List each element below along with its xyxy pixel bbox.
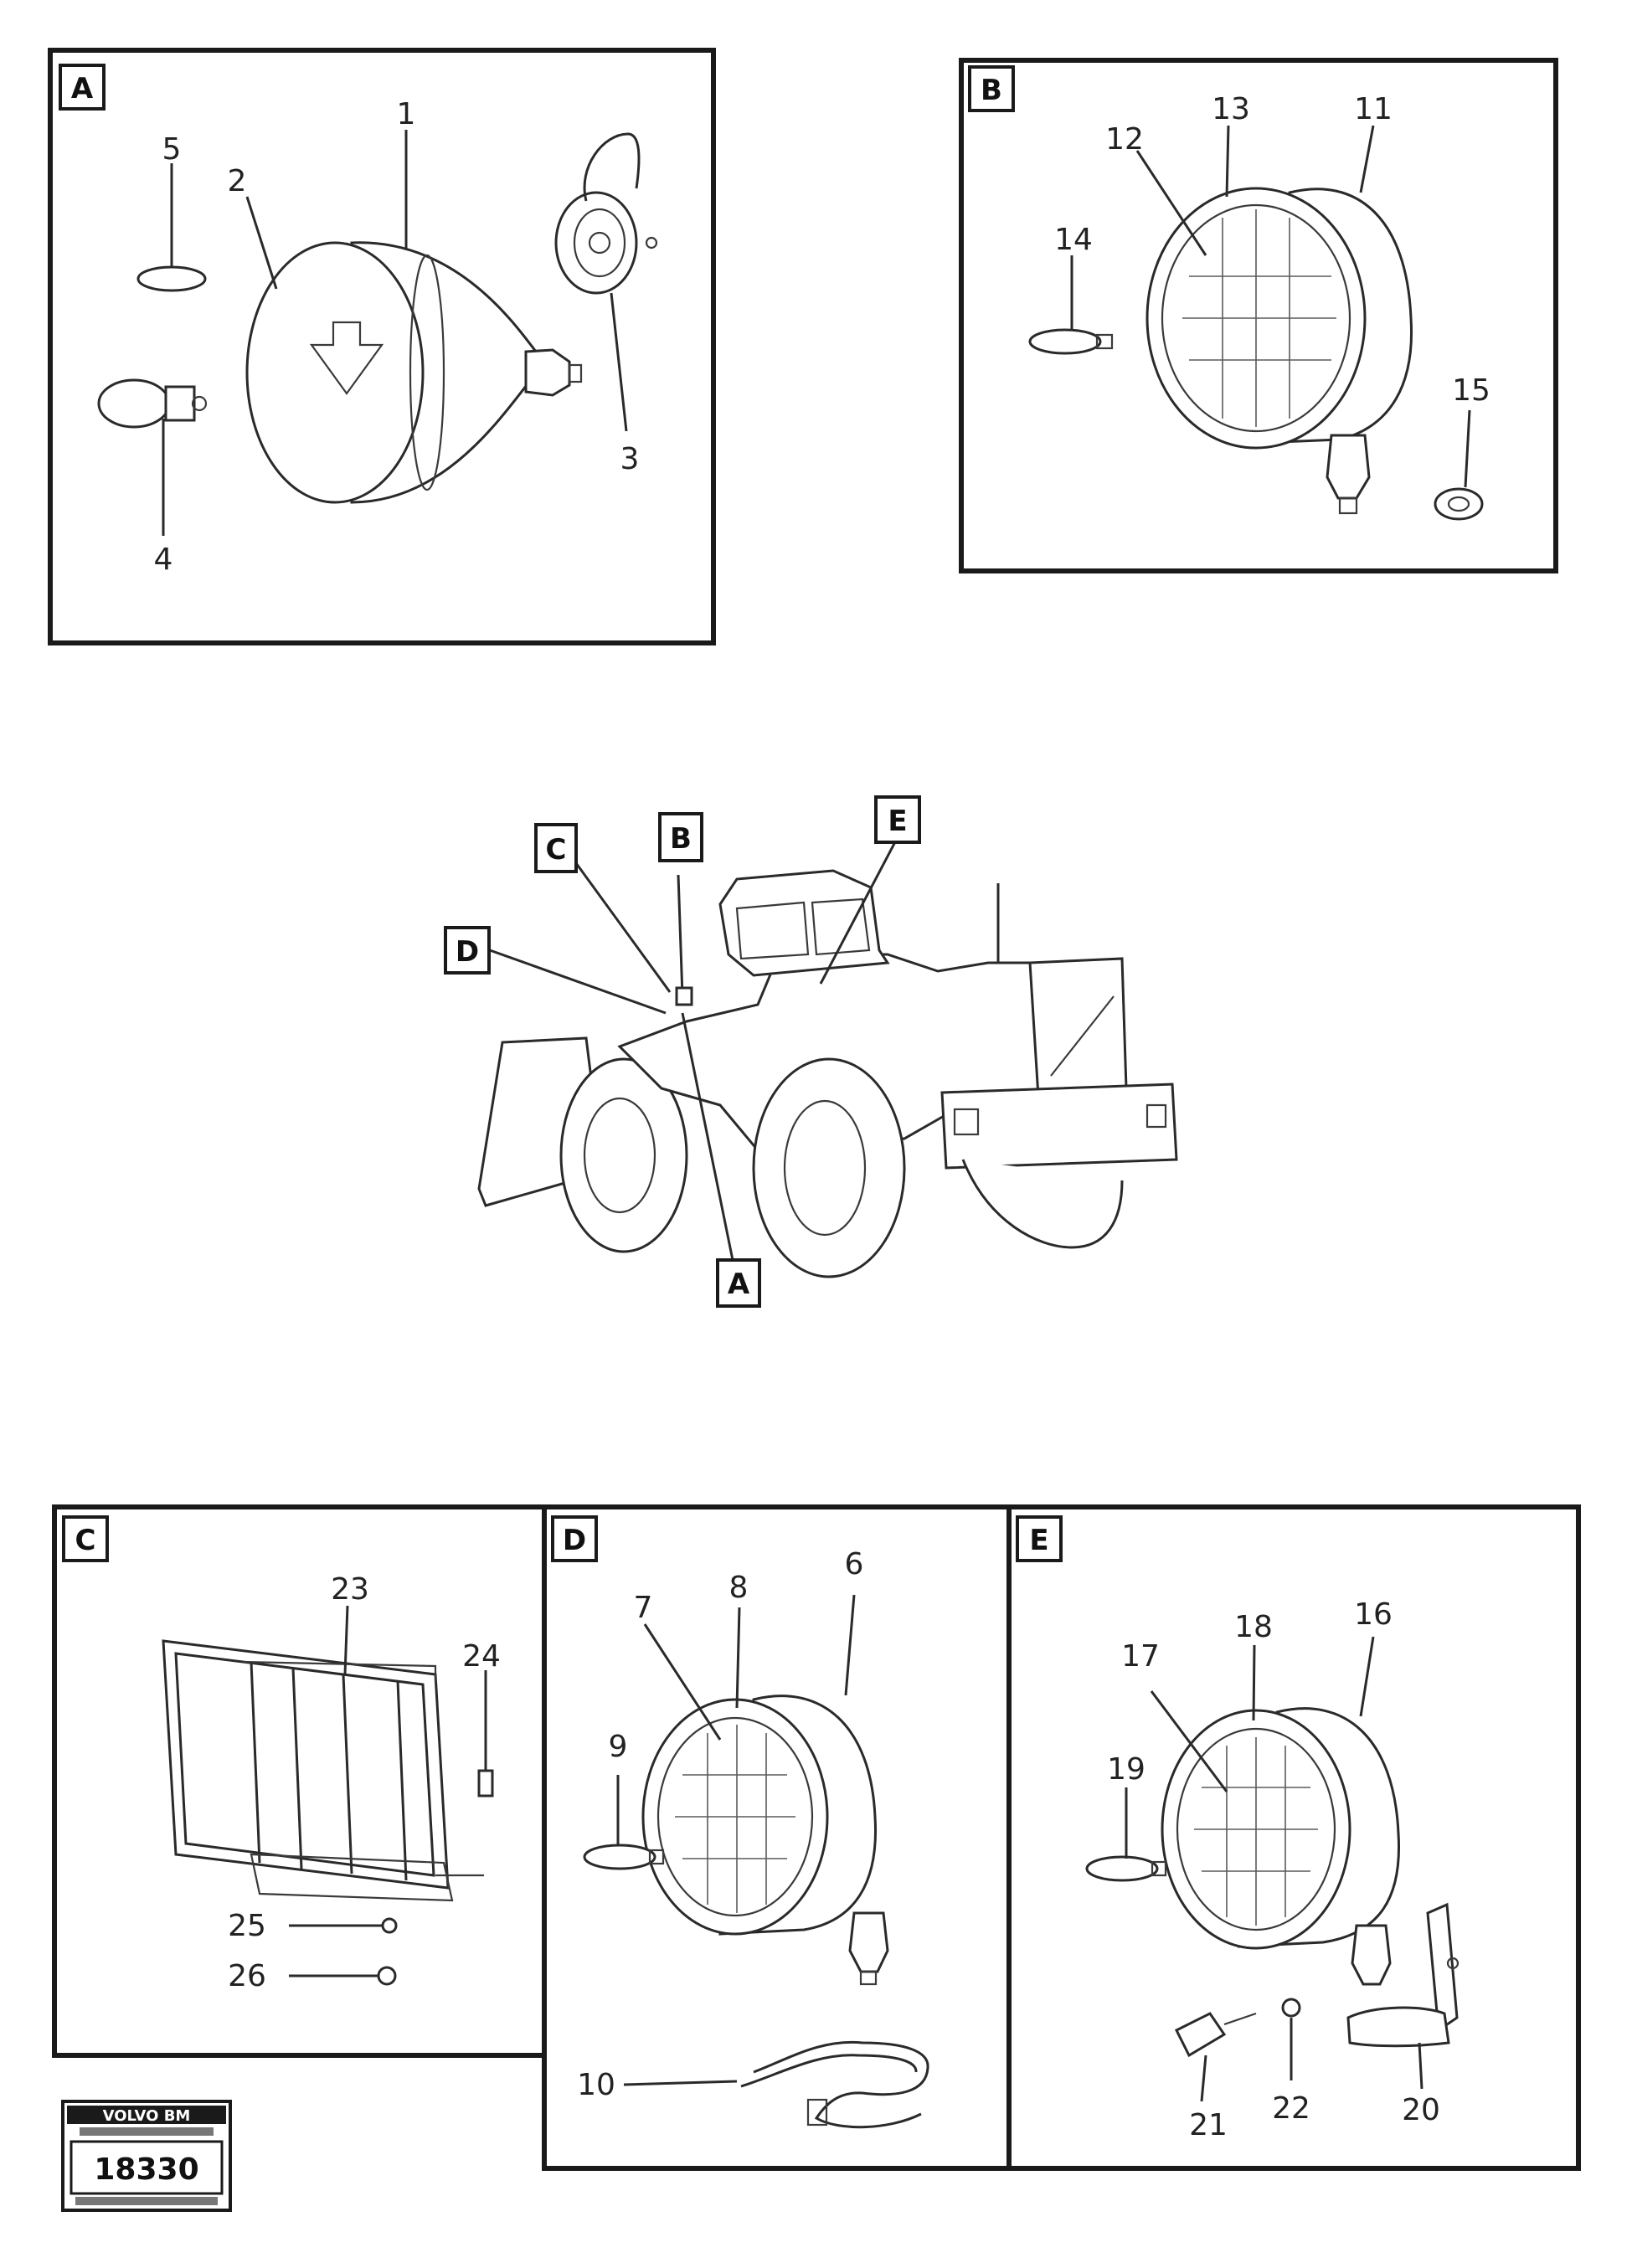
screw-nut-e-drawing: [1174, 1998, 1301, 2058]
label-15: 15: [1452, 373, 1490, 408]
panel-a: A: [48, 48, 716, 645]
panel-d-tag: D: [563, 1524, 586, 1557]
label-5: 5: [162, 132, 182, 167]
label-23: 23: [331, 1572, 369, 1607]
callout-d-box: [444, 926, 491, 975]
work-lamp-d-drawing: [641, 1695, 889, 1986]
label-25: 25: [228, 1909, 266, 1943]
bolt-screw-drawing: [435, 1670, 494, 1877]
label-4: 4: [154, 543, 173, 577]
strap-drawing: [740, 2040, 929, 2129]
label-14: 14: [1054, 223, 1093, 257]
label-21: 21: [1189, 2108, 1228, 2142]
label-16: 16: [1354, 1597, 1393, 1632]
callout-d: D: [456, 935, 479, 969]
panel-a-tag: A: [71, 72, 94, 105]
label-1: 1: [397, 97, 416, 131]
panel-e-tag-box: [1016, 1515, 1063, 1562]
logo-number: 18330: [94, 2152, 198, 2187]
panel-c-tag-box: [62, 1515, 109, 1562]
panel-b: B 11 12 13 14 15: [959, 58, 1558, 573]
label-13: 13: [1212, 92, 1250, 126]
label-12: 12: [1105, 122, 1144, 157]
work-lamp-b-drawing: [1145, 187, 1413, 515]
panel-c-tag: C: [75, 1524, 96, 1557]
label-19: 19: [1107, 1752, 1145, 1787]
bulb-b-drawing: [1028, 255, 1114, 355]
callout-b: B: [670, 822, 692, 856]
panel-e-tag: E: [1029, 1524, 1048, 1557]
bulb-d-drawing: [583, 1775, 665, 1870]
panel-b-tag: B: [981, 74, 1002, 107]
callout-e-box: [874, 795, 921, 844]
label-8: 8: [729, 1571, 749, 1605]
label-2: 2: [228, 164, 247, 198]
label-26: 26: [228, 1959, 266, 1993]
callout-a: A: [728, 1268, 750, 1301]
panel-d-tag-box: [551, 1515, 598, 1562]
logo-brand: VOLVO BM: [103, 2107, 191, 2125]
label-22: 22: [1272, 2091, 1310, 2126]
small-bulb-drawing: [136, 163, 207, 292]
callout-c-box: [534, 823, 578, 873]
lamp-socket-drawing: [554, 132, 658, 295]
panel-c: C 23 24 25 26: [52, 1504, 547, 2058]
panel-a-tag-box: [59, 64, 106, 111]
callout-e: E: [888, 805, 907, 838]
volvo-bm-logo: VOLVO BM 18330: [61, 2100, 232, 2212]
label-9: 9: [609, 1730, 628, 1764]
label-17: 17: [1121, 1639, 1160, 1674]
headlamp-housing-drawing: [245, 241, 583, 504]
lamp-guard-grille-drawing: [162, 1639, 454, 1902]
panel-e: E 16 17 18 19: [1006, 1504, 1581, 2171]
nut-b-drawing: [1434, 409, 1484, 521]
callout-a-box: [716, 1258, 761, 1308]
bracket-e-drawing: [1346, 1902, 1460, 2048]
bulb-drawing: [97, 378, 208, 429]
label-20: 20: [1402, 2093, 1440, 2127]
label-18: 18: [1234, 1610, 1273, 1644]
label-3: 3: [620, 442, 640, 476]
label-6: 6: [845, 1547, 864, 1581]
bulb-e-drawing: [1085, 1787, 1167, 1882]
callout-b-box: [658, 812, 703, 862]
wheel-loader-drawing: C B E D A: [444, 795, 1178, 1308]
panel-b-tag-box: [968, 65, 1015, 112]
panel-d: D 6 7 8 9 10: [542, 1504, 1012, 2171]
label-10: 10: [577, 2068, 615, 2102]
label-24: 24: [462, 1639, 501, 1674]
label-7: 7: [634, 1591, 653, 1625]
label-11: 11: [1354, 92, 1393, 126]
callout-c: C: [546, 833, 567, 867]
